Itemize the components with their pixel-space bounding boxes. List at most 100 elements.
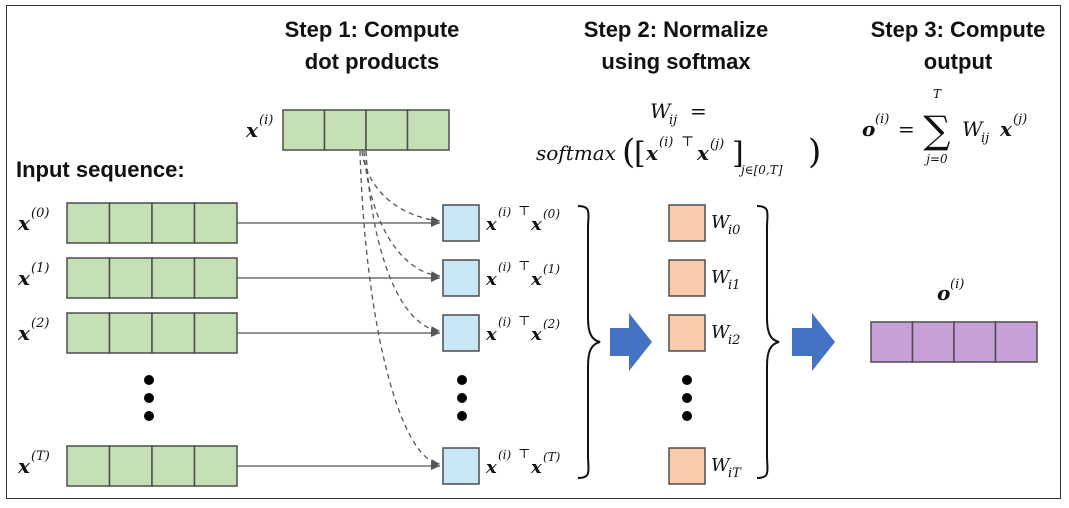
weight-box [668,204,706,242]
svg-text:W: W [650,99,672,123]
query-vector [282,109,450,151]
svg-text:∑: ∑ [923,108,950,152]
svg-text:ij: ij [981,131,989,146]
input-cell [108,312,153,354]
ellipsis-input [144,375,154,421]
svg-text:softmax: softmax [536,141,616,165]
brace-1 [577,205,601,479]
ellipsis-weights [682,375,692,421]
input-row-x-label: x [17,454,31,478]
input-cell [108,445,153,487]
dashed-arrow [359,150,441,468]
query-cell [406,109,450,151]
input-cell [66,257,111,299]
svg-text:j∈[0,T]: j∈[0,T] [738,163,783,177]
input-cell [151,445,196,487]
weight-subscript: i2 [728,333,740,348]
step3-title-line1: Step 3: Compute [871,17,1046,42]
dot-product-label-part: (0) [543,207,560,221]
dot-product-box [442,204,480,242]
dot-product-label-part: x [530,214,542,235]
input-row-x-label: x [17,321,31,345]
input-cell [151,202,196,244]
weight-label: W [711,267,731,288]
svg-text:(i): (i) [659,135,673,150]
input-rows: x(0)x(1)x(2)x(T) [17,202,440,487]
svg-text:=: = [690,99,707,123]
dot-product-label-part: ⊤ [518,447,530,462]
brace-2 [756,205,780,479]
input-row: x(2) [17,312,440,354]
weight: Wi1 [668,259,740,297]
weight-subscript: i0 [728,223,740,238]
svg-text:ij: ij [669,113,677,128]
dashed-arrow [363,150,441,280]
dot-product-box [442,259,480,297]
dot-product-label-part: ⊤ [518,314,530,329]
dot-product-label-part: (i) [498,315,512,329]
step3-title-line2: output [924,49,993,74]
input-row-superscript: (T) [31,449,50,464]
svg-text:(j): (j) [1013,112,1027,127]
query-cell [365,109,409,151]
input-cell [151,257,196,299]
output-vector [870,321,1038,363]
input-cell [193,257,238,299]
output-formula: o (i) = T ∑ j=0 W ij x (j) [862,87,1027,166]
input-row: x(0) [17,202,440,244]
weight: Wi0 [668,204,740,242]
dot-product-label-part: x [530,457,542,478]
input-cell [66,202,111,244]
query-cell [282,109,326,151]
softmax-formula: W ij = softmax ( [ x (i) ⊤ x (j) ] j∈[0,… [536,99,821,177]
dot-product-label-part: x [485,457,497,478]
step1-title-line1: Step 1: Compute [285,17,460,42]
dot-product-box [442,447,480,485]
dot-product-label-part: (2) [543,317,560,331]
query-label: x (i) [245,113,273,142]
dot-product: x(i)⊤x(2) [442,314,560,352]
query-cell [323,109,367,151]
svg-text:x: x [999,117,1013,141]
weight-box [668,314,706,352]
input-cell [108,257,153,299]
dot-product-label-part: x [485,324,497,345]
input-row-x-label: x [17,266,31,290]
input-row-superscript: (0) [31,206,49,221]
dot-product: x(i)⊤x(T) [442,447,561,485]
svg-text:W: W [962,117,984,141]
dot-products: x(i)⊤x(0)x(i)⊤x(1)x(i)⊤x(2)x(i)⊤x(T) [442,204,561,485]
weight: WiT [668,447,742,485]
dashed-arrow [365,150,441,335]
output-cell [953,321,997,363]
svg-text:(j): (j) [710,137,724,152]
dot-product-box [442,314,480,352]
weight-label: W [711,455,731,476]
input-cell [151,312,196,354]
input-row-superscript: (2) [31,316,49,331]
output-label: o (i) [937,277,964,305]
input-row: x(1) [17,257,440,299]
svg-text:o: o [862,117,875,141]
weight-box [668,259,706,297]
dashed-arrow [361,150,441,225]
weight-subscript: i1 [728,278,740,293]
dot-product-label-part: (i) [498,205,512,219]
input-cell [66,312,111,354]
dot-product-label-part: (T) [543,450,561,464]
dashed-arrows [359,150,441,468]
svg-text:x: x [645,141,659,165]
svg-text:x: x [696,141,710,165]
svg-text:j=0: j=0 [923,152,948,166]
input-cell [108,202,153,244]
svg-text:=: = [898,117,915,141]
dot-product: x(i)⊤x(1) [442,259,560,297]
svg-text:⊤: ⊤ [681,134,694,150]
weight-label: W [711,212,731,233]
weight-box [668,447,706,485]
output-cell [870,321,914,363]
dot-product-label-part: ⊤ [518,259,530,274]
input-sequence-label: Input sequence: [16,157,185,182]
